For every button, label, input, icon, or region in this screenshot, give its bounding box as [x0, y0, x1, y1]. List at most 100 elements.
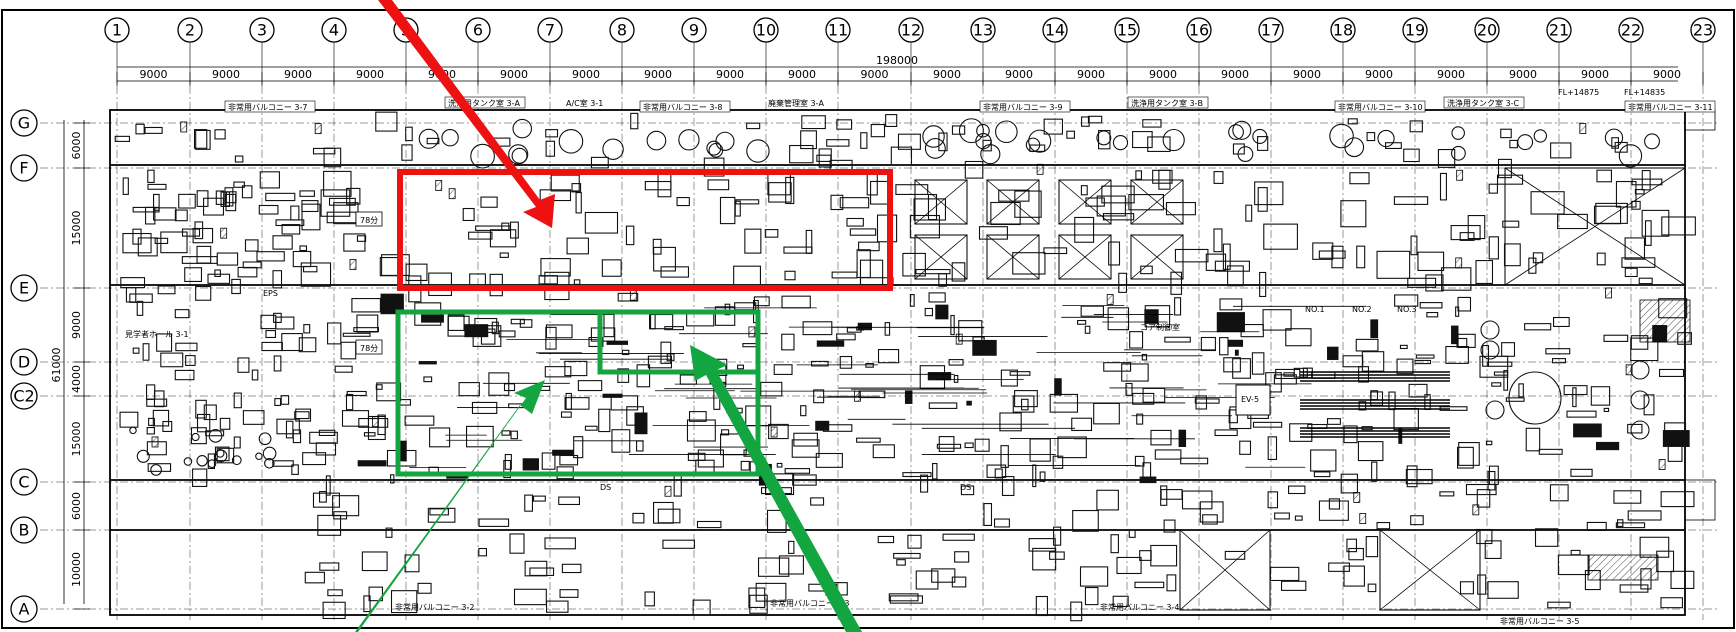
equipment-block: [858, 241, 880, 252]
equipment-block: [626, 406, 644, 426]
room-label-tank-3a: 洗浄用タンク室 3-A: [448, 98, 521, 108]
furniture-block: [274, 398, 282, 406]
furniture-block: [272, 460, 294, 467]
furniture-block: [148, 417, 155, 426]
equipment-block: [1053, 526, 1062, 546]
furniture-block: [295, 408, 312, 422]
equipment-block: [361, 551, 388, 572]
equipment-block: [1355, 338, 1379, 352]
equipment-block: [983, 503, 993, 526]
equipment-block: [1267, 491, 1279, 509]
equipment-block: [630, 112, 639, 130]
equipment-block: [566, 237, 589, 255]
machine-unit: [986, 179, 1040, 225]
furniture-block: [153, 193, 160, 211]
row-bubble-B: B: [10, 516, 38, 544]
equipment-block: [319, 562, 340, 571]
equipment-block: [377, 414, 386, 436]
equipment-block: [950, 314, 955, 336]
equipment-block: [1376, 250, 1411, 279]
hatched-column: [435, 180, 443, 191]
column-bubble-19: 19: [1402, 17, 1428, 43]
equipment-block: [1081, 116, 1090, 127]
equipment-block: [1415, 354, 1435, 359]
equipment-block: [781, 295, 811, 309]
tank-symbol: [706, 140, 722, 156]
equipment-block: [688, 411, 707, 422]
room-label-eps: EPS: [263, 289, 278, 298]
equipment-block: [1000, 445, 1009, 468]
equipment-block: [733, 265, 761, 288]
equipment-block: [998, 189, 1030, 202]
equipment-block: [1493, 371, 1509, 376]
vertical-dimension-label: 6000: [70, 132, 83, 160]
furniture-block: [272, 235, 293, 250]
equipment-block: [662, 539, 695, 549]
equipment-block: [503, 383, 516, 392]
hatched-column: [1036, 163, 1044, 175]
equipment-block: [375, 111, 398, 132]
furniture-block: [160, 352, 184, 368]
equipment-block: [498, 330, 516, 338]
equipment-block: [889, 595, 923, 604]
equipment-block: [652, 238, 662, 255]
tank-symbol: [746, 139, 770, 163]
furniture-block: [215, 190, 225, 205]
furniture-block: [220, 191, 231, 207]
furniture-circle: [258, 432, 272, 446]
room-label-ac-3-1: A/C室 3-1: [566, 98, 603, 108]
equipment-block: [522, 458, 539, 471]
equipment-block: [768, 182, 792, 203]
hatched-column: [220, 227, 228, 239]
equipment-block: [1439, 491, 1455, 497]
equipment-layout: [114, 111, 1696, 622]
equipment-block: [778, 555, 804, 575]
equipment-block: [332, 495, 360, 517]
furniture-block: [137, 237, 158, 257]
equipment-block: [573, 436, 584, 459]
equipment-block: [673, 473, 682, 497]
equipment-block: [1202, 514, 1218, 525]
equipment-block: [1252, 421, 1283, 428]
hatched-column: [1106, 294, 1114, 305]
equipment-block: [320, 189, 351, 217]
equipment-block: [1388, 391, 1396, 411]
equipment-block: [601, 259, 622, 277]
equipment-block: [1195, 395, 1208, 410]
equipment-block: [1487, 581, 1519, 599]
equipment-block: [1328, 562, 1350, 572]
hatched-column: [1353, 492, 1361, 503]
equipment-block: [1553, 316, 1570, 328]
room-label-balcony-3-11: 非常用バルコニー 3-11: [1628, 102, 1713, 112]
equipment-block: [1227, 265, 1244, 287]
column-bubble-label: 16: [1189, 21, 1209, 40]
equipment-block: [942, 533, 975, 541]
column-bubble-label: 20: [1477, 21, 1497, 40]
equipment-block: [317, 514, 342, 536]
column-bubble-label: 11: [828, 21, 848, 40]
room-label-no3: NO.3: [1397, 305, 1417, 314]
equipment-block: [135, 123, 145, 135]
equipment-block: [584, 425, 598, 431]
row-bubble-E: E: [10, 274, 38, 302]
column-bubble-label: 9: [689, 21, 699, 40]
tank-symbol: [708, 142, 724, 158]
equipment-block: [510, 430, 518, 440]
equipment-block: [1134, 581, 1165, 589]
equipment-block: [1070, 601, 1083, 622]
equipment-block: [468, 231, 493, 240]
furniture-circle: [191, 432, 200, 442]
equipment-block: [1232, 143, 1245, 155]
equipment-block: [1491, 382, 1502, 387]
equipment-block: [544, 537, 576, 550]
equipment-block: [1263, 223, 1298, 250]
furniture-block: [216, 252, 239, 266]
hatched-column: [314, 123, 322, 135]
equipment-block: [735, 199, 760, 205]
furniture-block: [146, 384, 156, 400]
equipment-block: [1570, 549, 1581, 556]
column-spacing-label: 9000: [1293, 68, 1321, 81]
equipment-block: [404, 415, 435, 426]
column-bubble-label: 19: [1405, 21, 1425, 40]
equipment-block: [964, 160, 984, 179]
